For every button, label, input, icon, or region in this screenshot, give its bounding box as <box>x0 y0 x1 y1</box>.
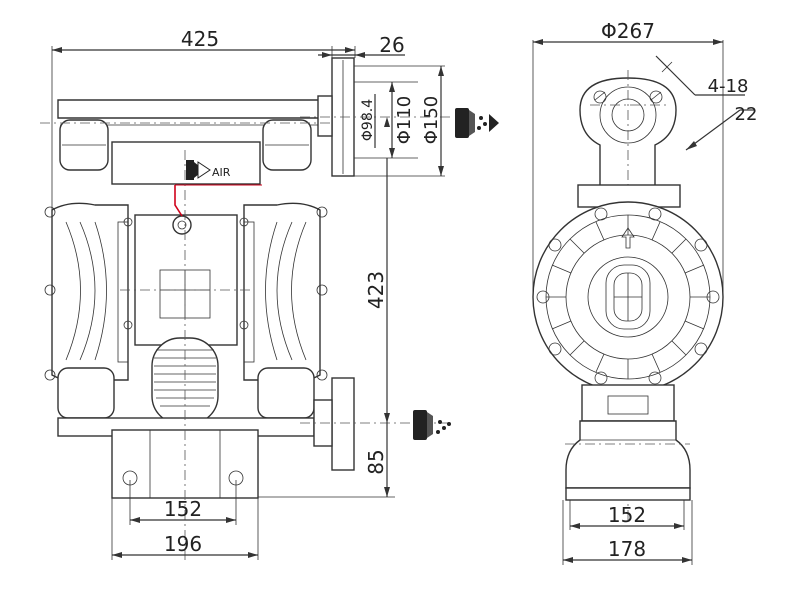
side-inlet <box>565 420 691 489</box>
air-inlet-icon <box>186 160 211 180</box>
inlet-flange <box>331 377 355 471</box>
side-bottom-manifold <box>581 384 675 422</box>
dim-bolt-circle-inner: Φ98.4 <box>360 99 376 141</box>
dim-base-width-side: 178 <box>608 537 646 561</box>
dim-bolt-holes: 4-18 <box>708 76 749 97</box>
left-chamber <box>51 202 129 383</box>
dim-foot-spacing-side: 152 <box>608 503 646 527</box>
dim-bolt-circle-mid: Φ110 <box>394 96 415 145</box>
side-dimensions: Φ267 4-18 22 152 178 <box>532 19 758 565</box>
top-manifold <box>57 99 331 119</box>
dim-inlet-height: 85 <box>364 449 388 474</box>
air-line <box>174 185 183 217</box>
dim-base-width-front: 196 <box>164 532 202 556</box>
side-bolts <box>536 207 720 385</box>
fluid-outlet-icon <box>455 108 499 138</box>
left-lower-elbow <box>57 367 115 419</box>
dim-flange-thickness: 26 <box>379 33 404 57</box>
right-lower-elbow <box>257 367 315 419</box>
front-dimensions: 425 26 Φ98.4 Φ110 Φ150 423 85 152 <box>51 27 445 560</box>
side-feet <box>565 487 691 501</box>
dim-bolt-circle-outer: Φ150 <box>421 96 442 145</box>
dim-overall-diameter: Φ267 <box>601 19 655 43</box>
dim-overall-width: 425 <box>181 27 219 51</box>
dim-height: 423 <box>364 271 388 309</box>
side-view <box>532 70 724 520</box>
fluid-inlet-icon <box>413 410 451 440</box>
dim-foot-spacing-front: 152 <box>164 497 202 521</box>
air-label: AIR <box>212 166 231 179</box>
front-view <box>40 57 450 560</box>
dim-flange-offset: 22 <box>735 104 758 125</box>
right-chamber <box>243 202 321 383</box>
center-block <box>134 214 238 346</box>
